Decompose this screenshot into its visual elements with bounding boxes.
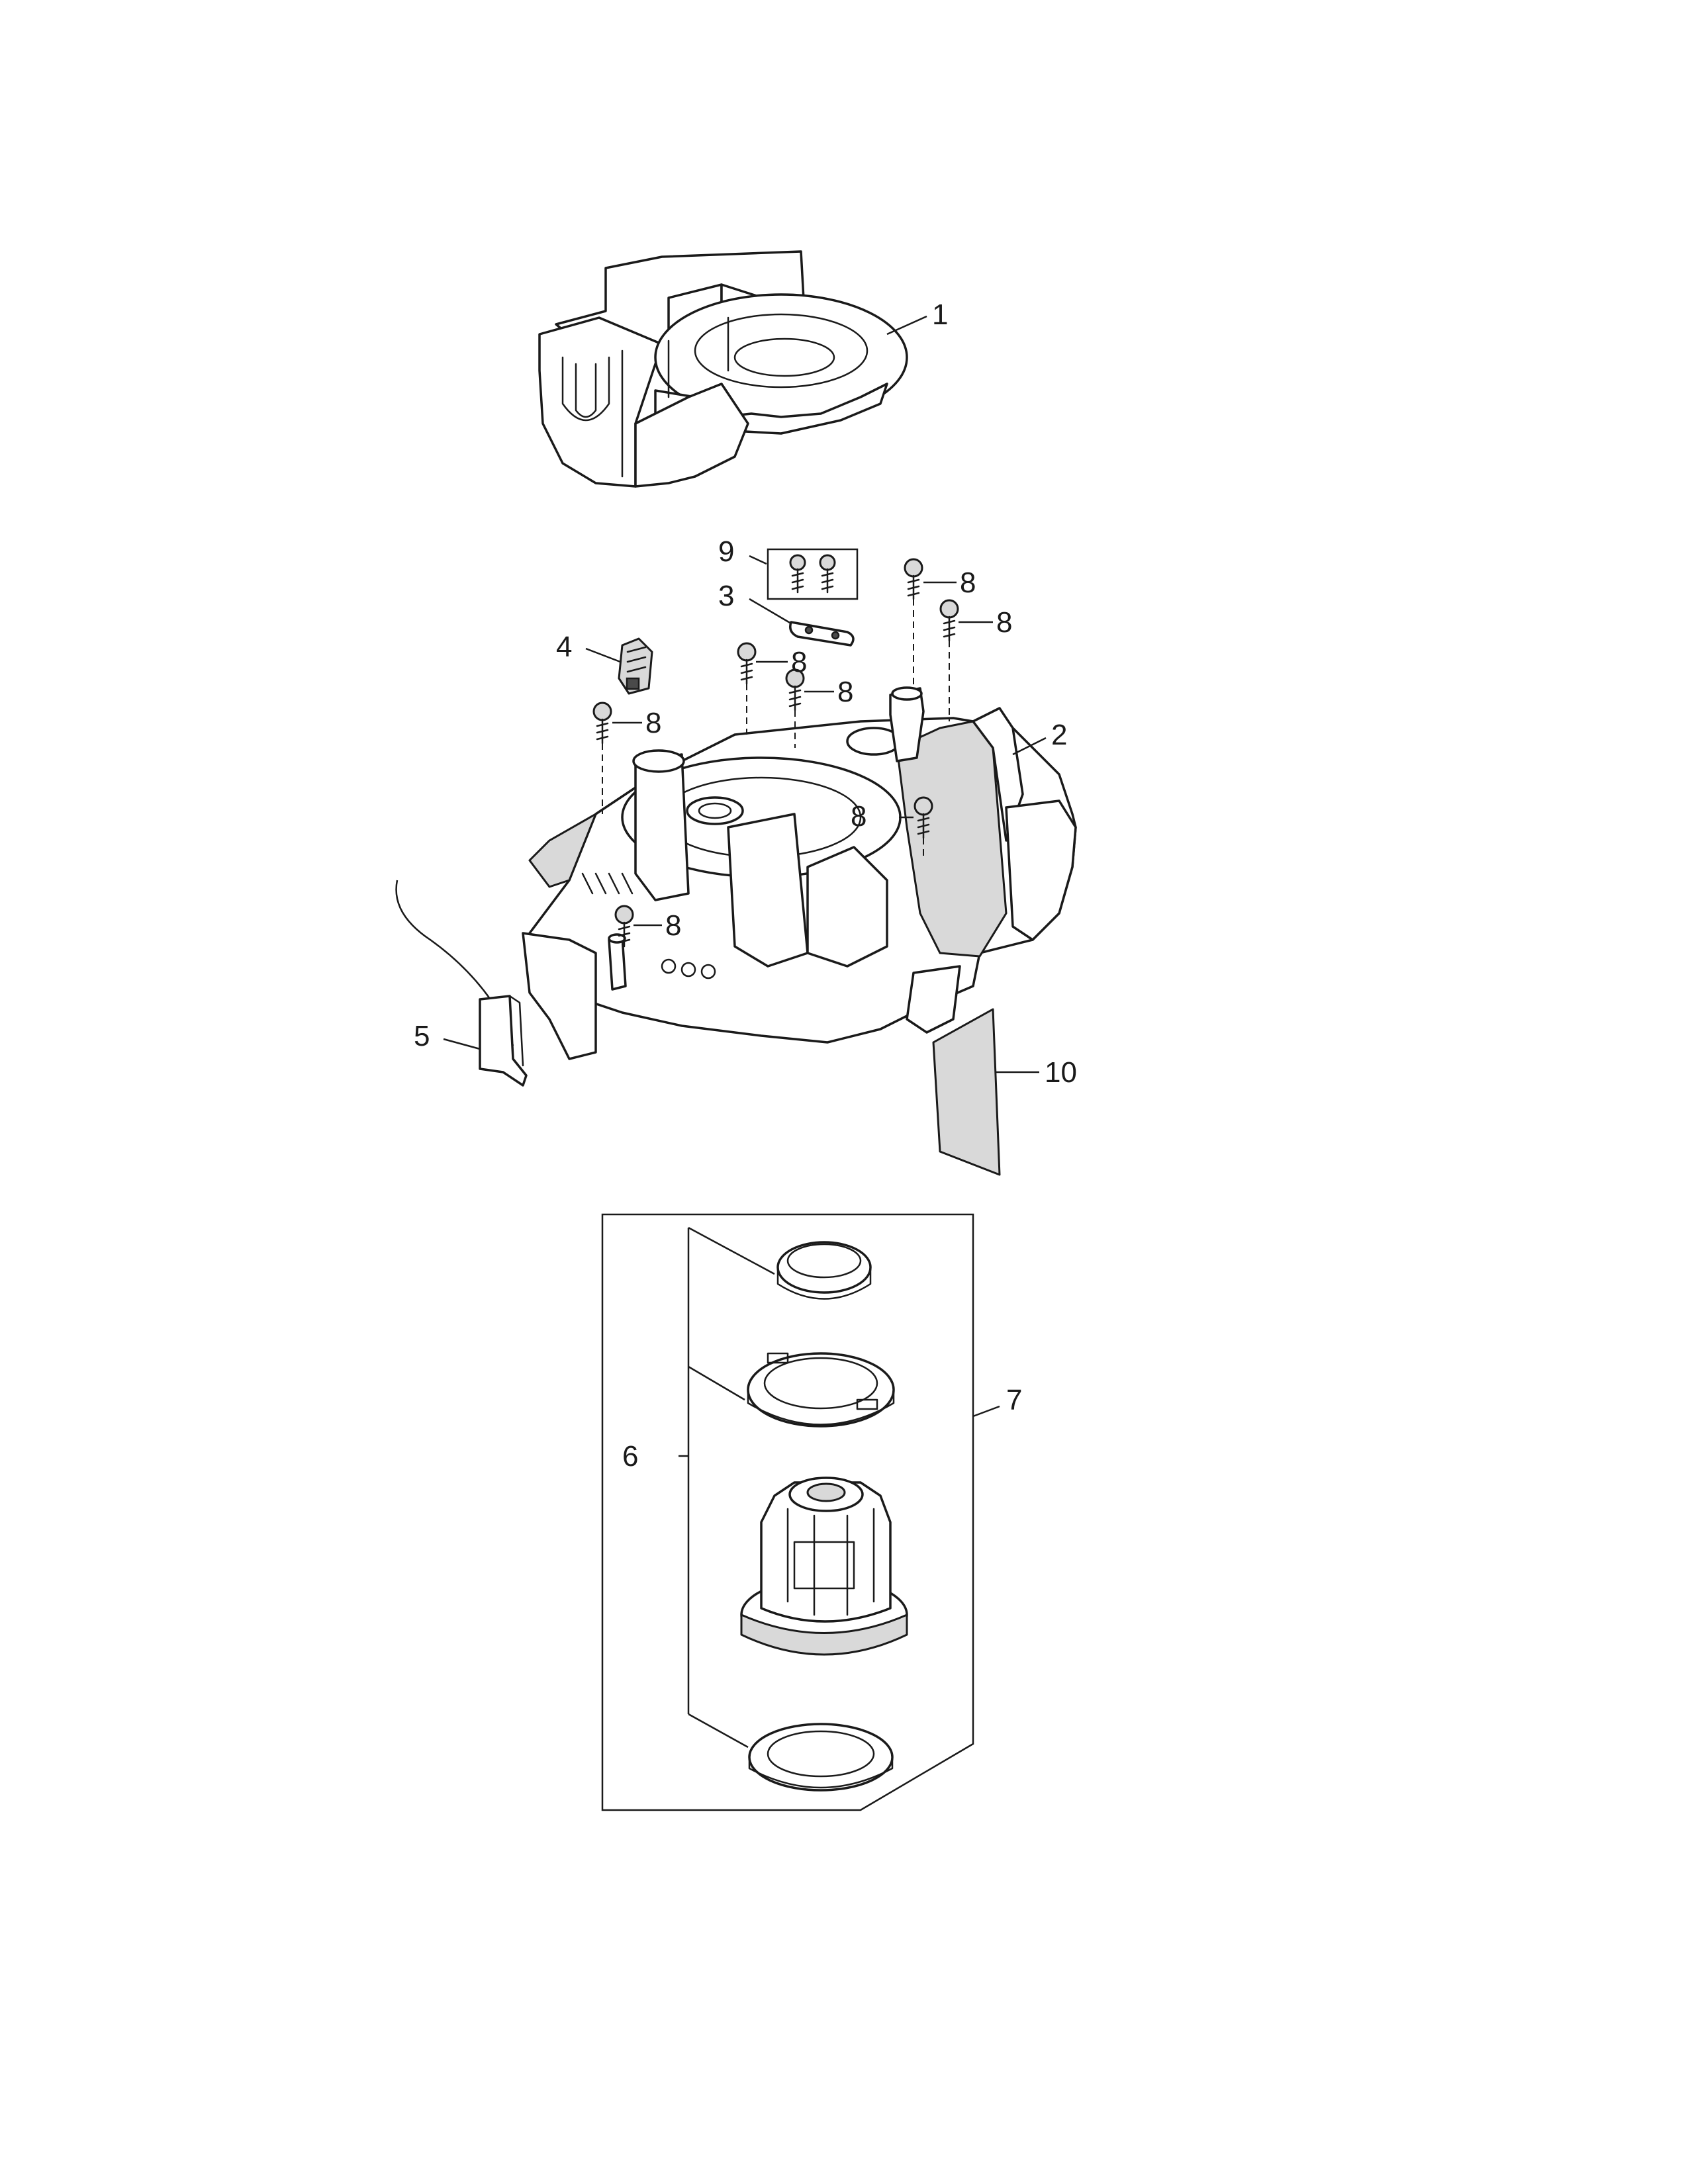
- kit-6-retaining-ring: [747, 1352, 895, 1428]
- screw-8e: [592, 702, 612, 745]
- part-5-sensor: [395, 880, 528, 1087]
- callout-2: 2: [1051, 719, 1067, 751]
- screw-8d: [785, 668, 805, 711]
- callout-8c: 8: [791, 646, 807, 678]
- callout-10: 10: [1045, 1056, 1077, 1089]
- callout-7: 7: [1006, 1384, 1022, 1416]
- callout-8b: 8: [996, 606, 1012, 639]
- part-9-screw-set: [767, 548, 859, 600]
- screw-8c: [737, 642, 757, 685]
- screw-8a: [904, 558, 923, 600]
- part-1-upper-housing: [538, 250, 908, 488]
- part-3-plate: [789, 621, 855, 647]
- callout-8f: 8: [851, 800, 867, 833]
- callout-6: 6: [622, 1440, 638, 1473]
- kit-6-gasket-bottom: [748, 1723, 894, 1792]
- callout-8d: 8: [837, 676, 853, 708]
- callout-8e: 8: [645, 707, 661, 739]
- callout-8g: 8: [665, 909, 681, 942]
- part-10-filter-pad: [932, 1008, 1001, 1176]
- callout-4: 4: [556, 631, 572, 663]
- kit-6-motor: [740, 1477, 908, 1656]
- screw-8g: [614, 905, 634, 948]
- part-4-clip: [618, 637, 653, 695]
- kit-7-frame: [601, 1213, 974, 1811]
- callout-8a: 8: [960, 567, 976, 599]
- callout-5: 5: [414, 1020, 430, 1052]
- callout-1: 1: [932, 298, 948, 331]
- part-2-base-housing: [522, 686, 1077, 1060]
- kit-6-bracket: [679, 1226, 775, 1749]
- callout-leaders: [443, 315, 1047, 1418]
- callout-numbers: 1 9 3 4 8 8 8 8 8 8 8 2 5 10 6 7: [414, 298, 1077, 1473]
- callout-9: 9: [718, 535, 734, 568]
- part-8-screws: [592, 558, 959, 948]
- kit-6-seal-ring-top: [776, 1241, 872, 1300]
- assembly-lines: [602, 599, 950, 946]
- screw-8f: [914, 796, 933, 839]
- callout-3: 3: [718, 580, 734, 612]
- screw-8b: [939, 599, 959, 642]
